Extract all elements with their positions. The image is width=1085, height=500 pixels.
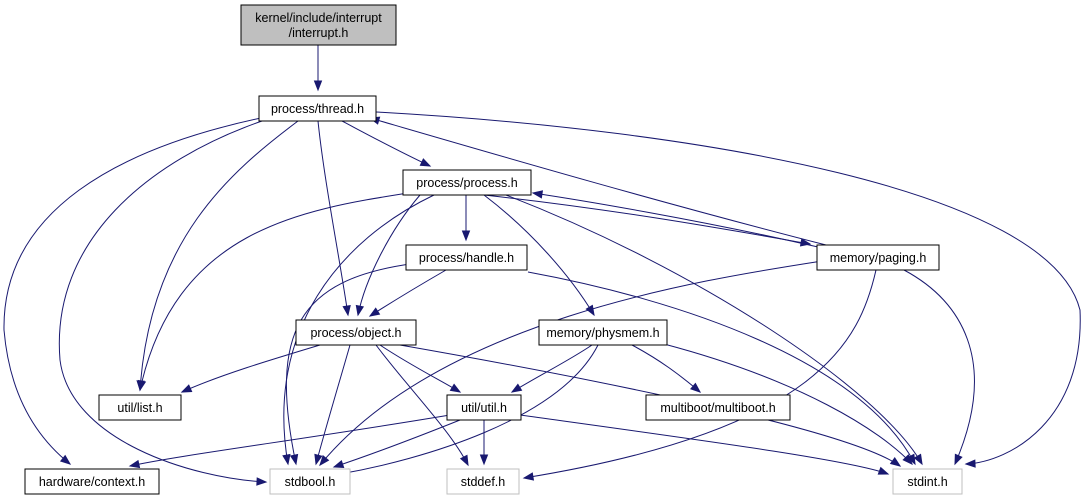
edge-paging-to-stdint [903,269,975,466]
edge-util-to-stddef [479,419,489,466]
node-list[interactable]: util/list.h [98,394,182,421]
edge-paging-to-stdbool [319,260,823,467]
node-label: stddef.h [461,475,506,489]
node-stdint[interactable]: stdint.h [892,468,963,495]
edge-thread-to-object [317,120,351,317]
node-label: stdbool.h [285,475,336,489]
edge-util-to-context [128,414,451,469]
node-util[interactable]: util/util.h [446,394,522,421]
node-stdbool[interactable]: stdbool.h [269,468,351,495]
node-context[interactable]: hardware/context.h [24,468,160,495]
node-label: hardware/context.h [39,475,145,489]
edge-thread-to-stdint [375,111,1081,468]
edge-process-to-stdbool [282,194,435,466]
node-label: util/list.h [117,401,162,415]
node-label: process/process.h [416,176,517,190]
node-physmem[interactable]: memory/physmem.h [538,319,668,346]
node-object[interactable]: process/object.h [295,319,417,346]
edge-physmem-to-stdint [663,343,913,466]
node-stddef[interactable]: stddef.h [446,468,520,495]
edge-thread-to-stdbool [58,120,268,486]
edge-object-to-stdbool [314,344,351,466]
edge-process-to-physmem [483,194,595,317]
node-label: process/thread.h [271,102,364,116]
edge-handle-to-object [368,269,447,317]
edge-thread-to-context [3,117,262,465]
edge-object-to-util [379,344,462,393]
edge-util-to-stdbool [332,419,461,469]
edge-physmem-to-multiboot [631,344,702,393]
edge-paging-to-process [531,190,819,248]
edge-object-to-stddef [375,344,469,467]
node-label: util/util.h [461,401,507,415]
node-label: kernel/include/interrupt [255,11,382,25]
edge-object-to-list [180,344,321,393]
edge-handle-to-stdint [527,271,916,466]
edge-util-to-stdint [519,414,890,475]
node-paging[interactable]: memory/paging.h [816,244,940,271]
edge-physmem-to-util [510,344,593,393]
node-interrupt: kernel/include/interrupt/interrupt.h [240,4,397,46]
edge-process-to-handle [461,195,471,242]
edge-thread-to-list [136,120,299,392]
edge-interrupt-to-thread [313,45,323,92]
edge-paging-to-stddef [522,269,877,481]
node-label: memory/physmem.h [546,326,659,340]
node-process[interactable]: process/process.h [402,169,532,196]
edge-thread-to-process [341,120,432,167]
node-label: process/handle.h [419,251,514,265]
node-label: process/object.h [310,326,401,340]
node-label: memory/paging.h [830,251,927,265]
node-label: /interrupt.h [289,26,349,40]
node-label: multiboot/multiboot.h [660,401,775,415]
edge-process-to-list [137,192,409,392]
node-handle[interactable]: process/handle.h [405,244,528,271]
node-multiboot[interactable]: multiboot/multiboot.h [645,394,791,421]
node-label: stdint.h [907,475,947,489]
edge-process-to-stdint [505,194,923,466]
node-thread[interactable]: process/thread.h [258,95,377,122]
